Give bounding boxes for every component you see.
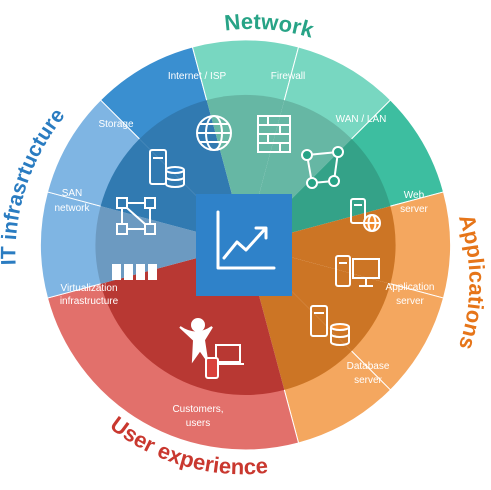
globe-icon	[196, 115, 232, 151]
users-icon	[179, 318, 244, 379]
application-server-icon	[335, 255, 380, 287]
segment-label-web-server-1: Web	[404, 190, 425, 201]
segment-label-virt-2: infrastructure	[60, 296, 119, 307]
inner-segment-virtualization	[95, 206, 246, 284]
segment-label-san-2: network	[54, 203, 90, 214]
firewall-icon	[257, 115, 291, 153]
segment-label-internet: Internet / ISP	[168, 71, 227, 82]
san-network-icon	[116, 197, 156, 235]
segment-label-customers-2: users	[186, 418, 210, 429]
segment-label-storage: Storage	[98, 119, 133, 130]
segment-label-firewall: Firewall	[271, 71, 305, 82]
database-server-icon	[310, 305, 350, 346]
network-topology-icon	[301, 146, 344, 189]
web-server-icon	[350, 198, 381, 232]
center-box	[196, 194, 292, 296]
inner-segment-web-server	[245, 206, 396, 284]
segment-label-virt-1: Virtualization	[60, 283, 117, 294]
segment-label-app-server-2: server	[396, 296, 424, 307]
server-rack-icon	[112, 264, 157, 280]
segment-label-db-server-1: Database	[347, 361, 390, 372]
segment-label-customers-1: Customers,	[172, 404, 223, 415]
analytics-chart-icon	[216, 210, 276, 270]
segment-label-web-server-2: server	[400, 204, 428, 215]
segment-label-san-1: SAN	[62, 188, 83, 199]
segment-label-db-server-2: server	[354, 375, 382, 386]
category-label-network: Network	[223, 9, 317, 43]
segment-label-wan-lan: WAN / LAN	[336, 114, 387, 125]
storage-icon	[149, 149, 185, 188]
segment-label-app-server-1: Application	[386, 282, 435, 293]
category-label-applications: Applications	[454, 211, 490, 353]
